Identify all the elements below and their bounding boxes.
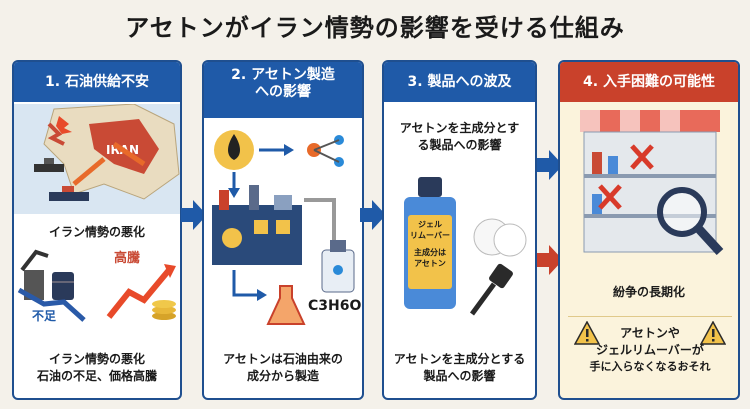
panel-product-impact: 3. 製品への波及 アセトンを主成分とす る製品への影響 ジェル リムーバー 主… xyxy=(382,60,537,400)
flow-arrow-3-red xyxy=(537,245,563,275)
panel-3-caption-top-2: る製品への影響 xyxy=(417,138,502,152)
label-shortage: 不足 xyxy=(32,309,56,323)
bottle-label-line-4: アセトン xyxy=(414,259,446,268)
ship-icon xyxy=(34,164,64,172)
warning-line-3: 手に入らなくなるおそれ xyxy=(589,360,711,373)
map-illustration: IRAN xyxy=(14,104,180,214)
shortage-illustration: 不足 高騰 xyxy=(17,249,176,323)
warning-line-1: アセトンや xyxy=(620,326,680,340)
panel-2-heading-line-2: への影響 xyxy=(255,84,311,100)
bottle-label-line-3: 主成分は xyxy=(414,248,446,257)
panel-oil-supply: 1. 石油供給不安 IRAN イラン情勢の悪化 不足 高騰 イラン情勢の悪化 石… xyxy=(12,60,182,400)
page-title: アセトンがイラン情勢の影響を受ける仕組み xyxy=(125,14,625,42)
warning-line-2: ジェルリムーバーが xyxy=(596,343,704,357)
panel-1-heading: 1. 石油供給不安 xyxy=(14,62,180,102)
rising-arrow-icon xyxy=(106,268,172,319)
flow-arrow-1 xyxy=(181,200,207,230)
tanker-icon xyxy=(49,192,89,201)
panel-1-caption-bottom-1: イラン情勢の悪化 xyxy=(48,352,145,366)
panel-3-caption-top-1: アセトンを主成分とす xyxy=(399,121,520,135)
panel-1-caption-bottom-2: 石油の不足、価格高騰 xyxy=(36,369,157,383)
oil-barrel-icon xyxy=(52,272,74,300)
panel-3-caption-bottom-2: 製品への影響 xyxy=(423,369,496,383)
label-price-rise: 高騰 xyxy=(114,250,140,266)
panel-3-heading: 3. 製品への波及 xyxy=(384,62,535,102)
nail-brush-icon xyxy=(469,263,513,316)
cross-mark-icon xyxy=(630,144,654,170)
flask-icon xyxy=(266,285,306,325)
panel-acetone-production: 2. アセトン製造 への影響 C3H6O アセトンは石油由来の 成分から製造 xyxy=(202,60,364,400)
coin-stack-icon xyxy=(152,312,176,320)
warning-box: アセトンや ジェルリムーバーが 手に入らなくなるおそれ xyxy=(568,316,732,394)
panel-4-caption: 紛争の長期化 xyxy=(612,285,685,299)
empty-shelf-illustration xyxy=(580,110,724,256)
cotton-pad-icon xyxy=(473,218,527,257)
bottle-label-line-2: リムーバー xyxy=(410,231,450,240)
panel-1-caption-top: イラン情勢の悪化 xyxy=(48,225,145,239)
panel-2-caption-2: 成分から製造 xyxy=(246,369,319,383)
panel-2-heading: 2. アセトン製造 への影響 xyxy=(204,62,362,118)
panel-2-caption-1: アセトンは石油由来の xyxy=(223,352,343,366)
magnifier-icon xyxy=(657,187,707,237)
panel-4-heading: 4. 入手困難の可能性 xyxy=(560,62,738,102)
production-illustration xyxy=(212,130,355,301)
warning-icon-right xyxy=(700,321,726,345)
bottle-label-line-1: ジェル xyxy=(418,220,442,229)
gel-remover-bottle: ジェル リムーバー 主成分は アセトン xyxy=(404,177,456,309)
panel-2-heading-line-1: 2. アセトン製造 xyxy=(231,67,335,83)
chemical-formula: C3H6O xyxy=(308,298,362,314)
panel-3-caption-bottom-1: アセトンを主成分とする xyxy=(393,352,526,366)
panel-shortage-risk: 4. 入手困難の可能性 紛争の長期化 アセトンや ジェルリムーバーが 手に入らな… xyxy=(558,60,740,400)
flow-arrow-2 xyxy=(360,200,386,230)
warning-icon-left xyxy=(574,321,600,345)
flow-arrow-3-blue xyxy=(537,150,563,180)
